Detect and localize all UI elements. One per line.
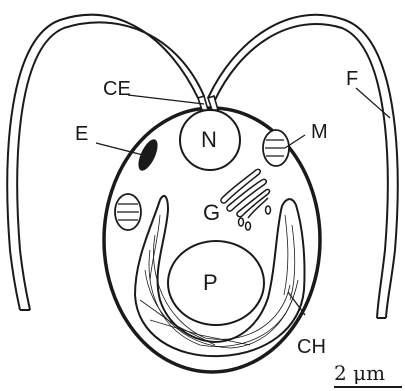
label-f: F — [346, 68, 358, 90]
leader-f — [356, 88, 390, 118]
label-ce: CE — [103, 78, 131, 100]
scale-bar-label: 2 μm — [334, 361, 385, 385]
leader-ce — [128, 95, 204, 104]
label-ch: CH — [297, 336, 326, 358]
label-m: M — [311, 121, 328, 143]
label-p: P — [203, 270, 218, 295]
label-n: N — [201, 127, 217, 152]
mitochondrion-left — [115, 194, 141, 230]
label-g: G — [203, 200, 220, 225]
label-e: E — [75, 123, 88, 145]
